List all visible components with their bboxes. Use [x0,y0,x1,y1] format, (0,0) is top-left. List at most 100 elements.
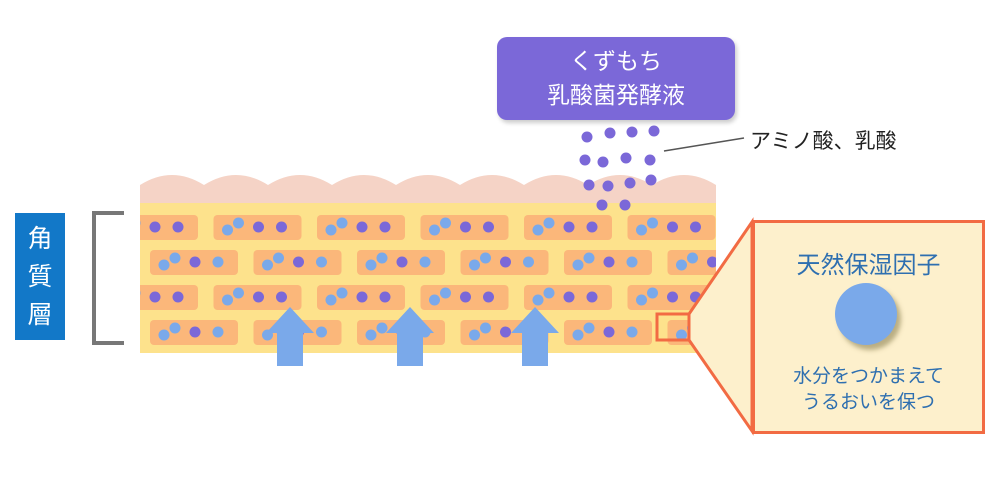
nmf-dot [626,326,638,338]
ingredient-dot [645,174,657,186]
nmf-dot [365,259,377,271]
ingredient-dot [604,127,616,139]
nmf-dot [483,291,494,303]
nmf-particle-icon [835,283,897,345]
nmf-dot [158,329,170,341]
nmf-dot [460,221,471,233]
nmf-dot [583,252,595,264]
nmf-dot [586,221,598,233]
nmf-dot [500,256,511,268]
nmf-dot [276,291,287,303]
pointer-line [663,137,745,152]
bracket [92,211,124,345]
nmf-dot [262,259,273,271]
nmf-dot [480,252,491,264]
ingredient-dot [644,154,656,166]
cell [140,285,198,310]
nmf-dot [419,256,431,268]
nmf-dot [429,294,440,306]
nmf-dot [379,291,391,303]
nmf-dot [66,253,77,264]
nmf-dot [169,252,181,264]
nmf-dot [69,222,80,233]
nmf-dot [253,291,264,303]
nmf-dot [189,256,201,268]
ingredient-dot [597,156,609,168]
nmf-dot [707,256,716,268]
desc-line1: 水分をつかまえて [792,365,945,387]
nmf-dot [690,221,701,233]
nmf-dot [676,259,687,271]
nmf-dot [440,287,451,299]
nmf-dot [500,326,511,338]
nmf-dot [222,224,233,236]
nmf-dot [66,323,77,334]
desc-line2: うるおいを保つ [801,391,935,413]
nmf-dot [636,224,647,236]
nmf-dot [647,217,658,229]
nmf-dot [469,259,480,271]
nmf-dot [140,220,141,226]
ingredient-dot [648,125,660,137]
ingredient-particles [579,125,660,211]
nmf-dot [676,329,687,341]
nmf-dot [119,295,130,306]
nmf-dot [687,252,698,264]
nmf-dot [480,322,491,334]
nmf-dot [440,217,451,229]
nmf-dot [563,291,575,303]
nmf-callout: 天然保湿因子 水分をつかまえて うるおいを保つ [752,220,985,434]
nmf-dot [222,294,233,306]
ingredient-dot [620,152,632,164]
ingredient-dot [602,180,614,192]
nmf-dot [212,256,224,268]
nmf-dot [460,291,471,303]
surface-layer [140,175,716,203]
source-line2: 乳酸菌発酵液 [547,82,685,109]
nmf-dot [233,217,244,229]
nmf-dot [336,287,348,299]
nmf-dot [325,224,337,236]
nmf-dot [667,221,678,233]
nmf-dot [376,322,388,334]
nmf-dot [189,326,201,338]
nmf-dot [543,287,555,299]
source-line1: くずもち [570,48,662,75]
source-box: くずもち 乳酸菌発酵液 [497,37,735,120]
nmf-dot [158,259,170,271]
nmf-dot [636,294,647,306]
ingredient-dot [579,154,591,166]
nmf-dot [365,329,377,341]
nmf-dot [109,257,120,268]
nmf-dot [586,291,598,303]
nmf-dot [233,287,244,299]
nmf-dot [325,294,337,306]
nmf-dot [532,294,544,306]
nmf-dot [483,221,494,233]
label-char: 層 [27,299,53,329]
nmf-dot [69,292,80,303]
nmf-dot [626,256,638,268]
label-char: 質 [27,261,53,291]
label-char: 角 [27,223,53,253]
callout-description: 水分をつかまえて うるおいを保つ [755,363,982,415]
nmf-dot [572,259,584,271]
nmf-dot [376,252,388,264]
nmf-dot [293,256,304,268]
nmf-dot [469,329,480,341]
nmf-dot [276,221,287,233]
nmf-dot [149,291,161,303]
nmf-dot [109,327,120,338]
nmf-dot [647,287,658,299]
nmf-dot [119,225,130,236]
nmf-dot [253,221,264,233]
nmf-dot [379,221,391,233]
nmf-dot [336,217,348,229]
ingredient-dot [581,131,593,143]
nmf-dot [523,256,534,268]
nmf-dot [603,326,615,338]
up-arrow-icon [266,307,314,366]
ingredient-dot [624,177,636,189]
nmf-dot [667,291,678,303]
nmf-dot [169,322,181,334]
